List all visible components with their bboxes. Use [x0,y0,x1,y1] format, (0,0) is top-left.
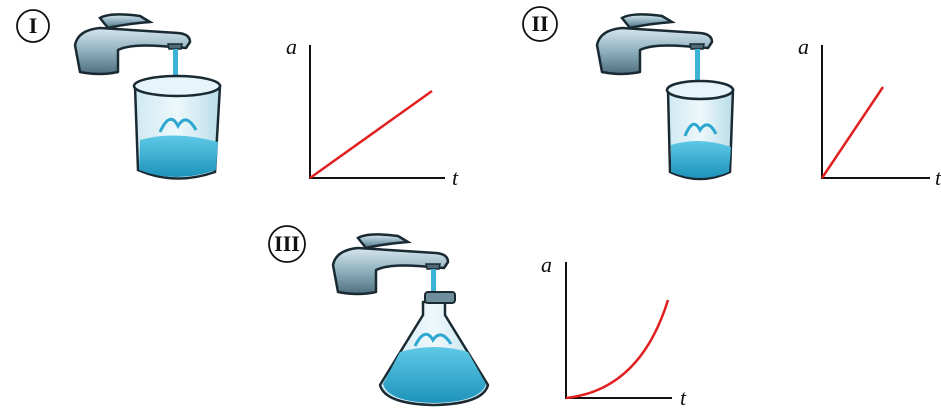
wide-glass-icon [134,76,220,179]
graph-III-curve [566,300,668,398]
graph-II: a t [798,34,941,190]
panel-II-badge: II [523,7,557,41]
graph-II-y-label: a [798,34,809,59]
panel-III: III a t [269,226,687,410]
graph-II-curve [822,87,883,178]
narrow-glass-icon [667,81,733,179]
faucet-icon [597,14,712,74]
panel-II-label: II [531,11,548,36]
graph-I: a t [286,34,459,190]
panel-I-label: I [29,13,38,38]
graph-I-x-label: t [452,165,459,190]
panel-I-badge: I [17,10,49,42]
graph-III-x-label: t [680,385,687,410]
faucet-icon [333,234,448,294]
panel-II: II a t [523,7,941,190]
graph-III-y-label: a [541,252,552,277]
graph-II-x-label: t [935,165,941,190]
conical-flask-icon [380,292,488,405]
graph-I-axes [310,45,445,178]
faucet-icon [75,14,190,74]
panel-III-label: III [274,231,300,256]
graph-III: a t [541,252,687,410]
graph-I-y-label: a [286,34,297,59]
panel-I: I a t [17,10,459,190]
graph-II-axes [822,45,930,178]
panel-III-badge: III [269,226,305,262]
graph-I-curve [310,91,432,178]
